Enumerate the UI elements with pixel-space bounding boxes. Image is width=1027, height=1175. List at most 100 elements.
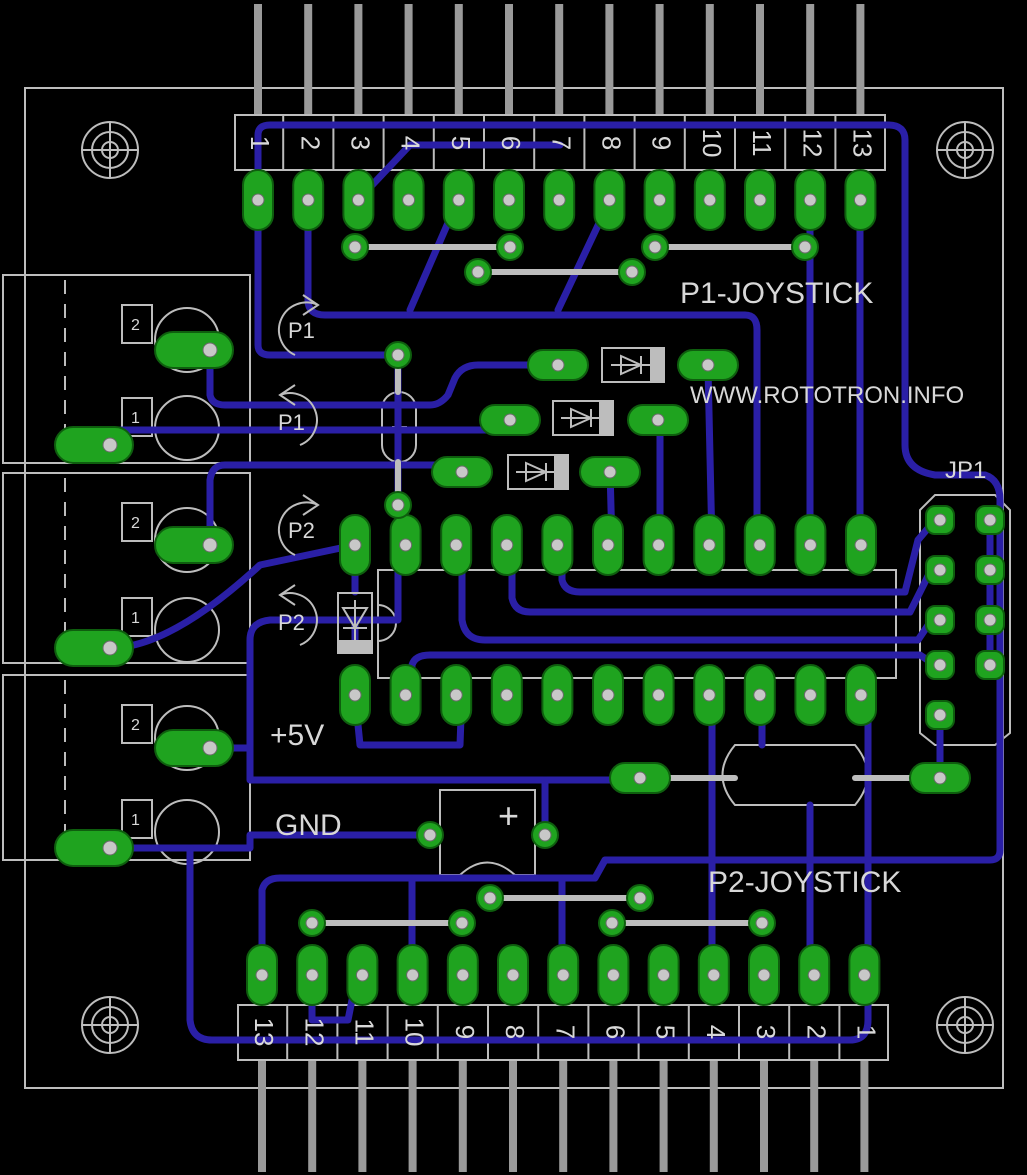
terminal-pad [54,426,134,464]
pad-octagon [925,650,955,680]
mounting-hole-bottom-right [936,996,994,1054]
pad-octagon [975,650,1005,680]
mounting-hole-top-left [81,121,139,179]
top-pin-label: 13 [848,129,878,158]
pad-vertical [346,944,379,1006]
pad-octagon [925,555,955,585]
rotate-cw-icon [278,501,319,556]
pad-vertical [543,169,576,231]
pad-vertical [845,514,877,576]
bottom-pin-label: 9 [450,1025,480,1039]
pad-vertical [744,169,776,231]
pad-vertical [693,664,726,726]
pad-octagon [925,605,955,635]
pad-vertical [597,944,630,1006]
pad-round [298,909,326,937]
terminal-pad [54,829,134,867]
rotate-ccw-icon [279,392,318,446]
pad-vertical [798,944,831,1006]
pad-round [384,491,412,519]
gnd-label: GND [275,809,342,842]
pad-vertical [693,169,726,231]
pad-octagon [975,605,1005,635]
top-pin-label: 8 [597,136,627,150]
terminal-pad [154,526,234,564]
top-pin-label: 6 [496,136,526,150]
top-pin-label: 5 [446,136,476,150]
p1-label-a: P1 [288,318,315,343]
p2-label-b: P2 [278,610,305,635]
pad-vertical [643,169,676,231]
pad-vertical [642,664,675,726]
pad-vertical [697,944,730,1006]
electrolytic-cap-outline [439,789,536,876]
pad-vertical [493,169,525,231]
pad-round [464,258,492,286]
terminal-3-pin-2: 2 [131,717,140,734]
mounting-hole-top-right [936,121,994,179]
rotate-ccw-icon [279,592,318,646]
diode [507,454,569,490]
pad-vertical [848,944,881,1006]
top-pin-label: 12 [797,129,827,158]
pad-vertical [339,514,371,576]
pad-vertical [794,169,827,231]
pad-vertical [440,514,473,576]
pad-round [448,909,476,937]
pad-round [641,233,669,261]
top-pin-label: 9 [647,136,677,150]
pad-round [618,258,646,286]
pad-round [531,821,559,849]
bottom-header-dividers [286,1005,841,1060]
pad-vertical [592,664,624,726]
top-pin-label: 7 [546,136,576,150]
pad-vertical [844,169,877,231]
diode [552,400,614,436]
pad-vertical [743,664,776,726]
pad-vertical [342,169,375,231]
website-label: WWW.ROTOTRON.INFO [690,382,964,409]
terminal-pad [154,331,234,369]
bottom-pin-label: 12 [299,1018,329,1047]
pad-vertical [446,944,479,1006]
diode [601,347,665,383]
terminal-1-pin-2: 2 [131,317,140,334]
pad-vertical [845,664,877,726]
pad-vertical [396,944,429,1006]
pad-horizontal [677,349,739,381]
top-pin-label: 4 [396,136,426,150]
rotation-arrow-icons [278,294,320,646]
terminal-pad [54,629,134,667]
terminal-3-pin-1: 1 [131,812,140,829]
bottom-header-pins [258,1060,869,1172]
pad-vertical [440,664,473,726]
top-pin-label: 10 [697,129,727,158]
pad-vertical [794,514,827,576]
pad-vertical [743,514,776,576]
bottom-pin-label: 6 [601,1025,631,1039]
bottom-pin-label: 8 [500,1025,530,1039]
crystal-outline [721,744,869,806]
pad-vertical [642,514,675,576]
pad-octagon [975,505,1005,535]
pad-vertical [339,664,371,726]
p2-joystick-label: P2-JOYSTICK [708,866,901,899]
top-header-pins [254,4,865,115]
pad-vertical [497,944,529,1006]
p1-joystick-label: P1-JOYSTICK [680,277,873,310]
bottom-pin-label: 10 [400,1018,430,1047]
pad-octagon [925,700,955,730]
pad-vertical [292,169,325,231]
pad-octagon [925,505,955,535]
mounting-hole-bottom-left [81,996,139,1054]
pad-vertical [794,664,827,726]
pad-vertical [442,169,475,231]
bottom-pin-label: 4 [701,1025,731,1039]
terminal-2-pin-2: 2 [131,515,140,532]
top-pin-label: 1 [245,136,275,150]
bottom-pin-label: 11 [350,1019,380,1046]
pad-horizontal [431,456,493,488]
plus5v-label: +5V [270,719,324,752]
pad-vertical [547,944,580,1006]
cap-plus-label: + [498,795,519,836]
